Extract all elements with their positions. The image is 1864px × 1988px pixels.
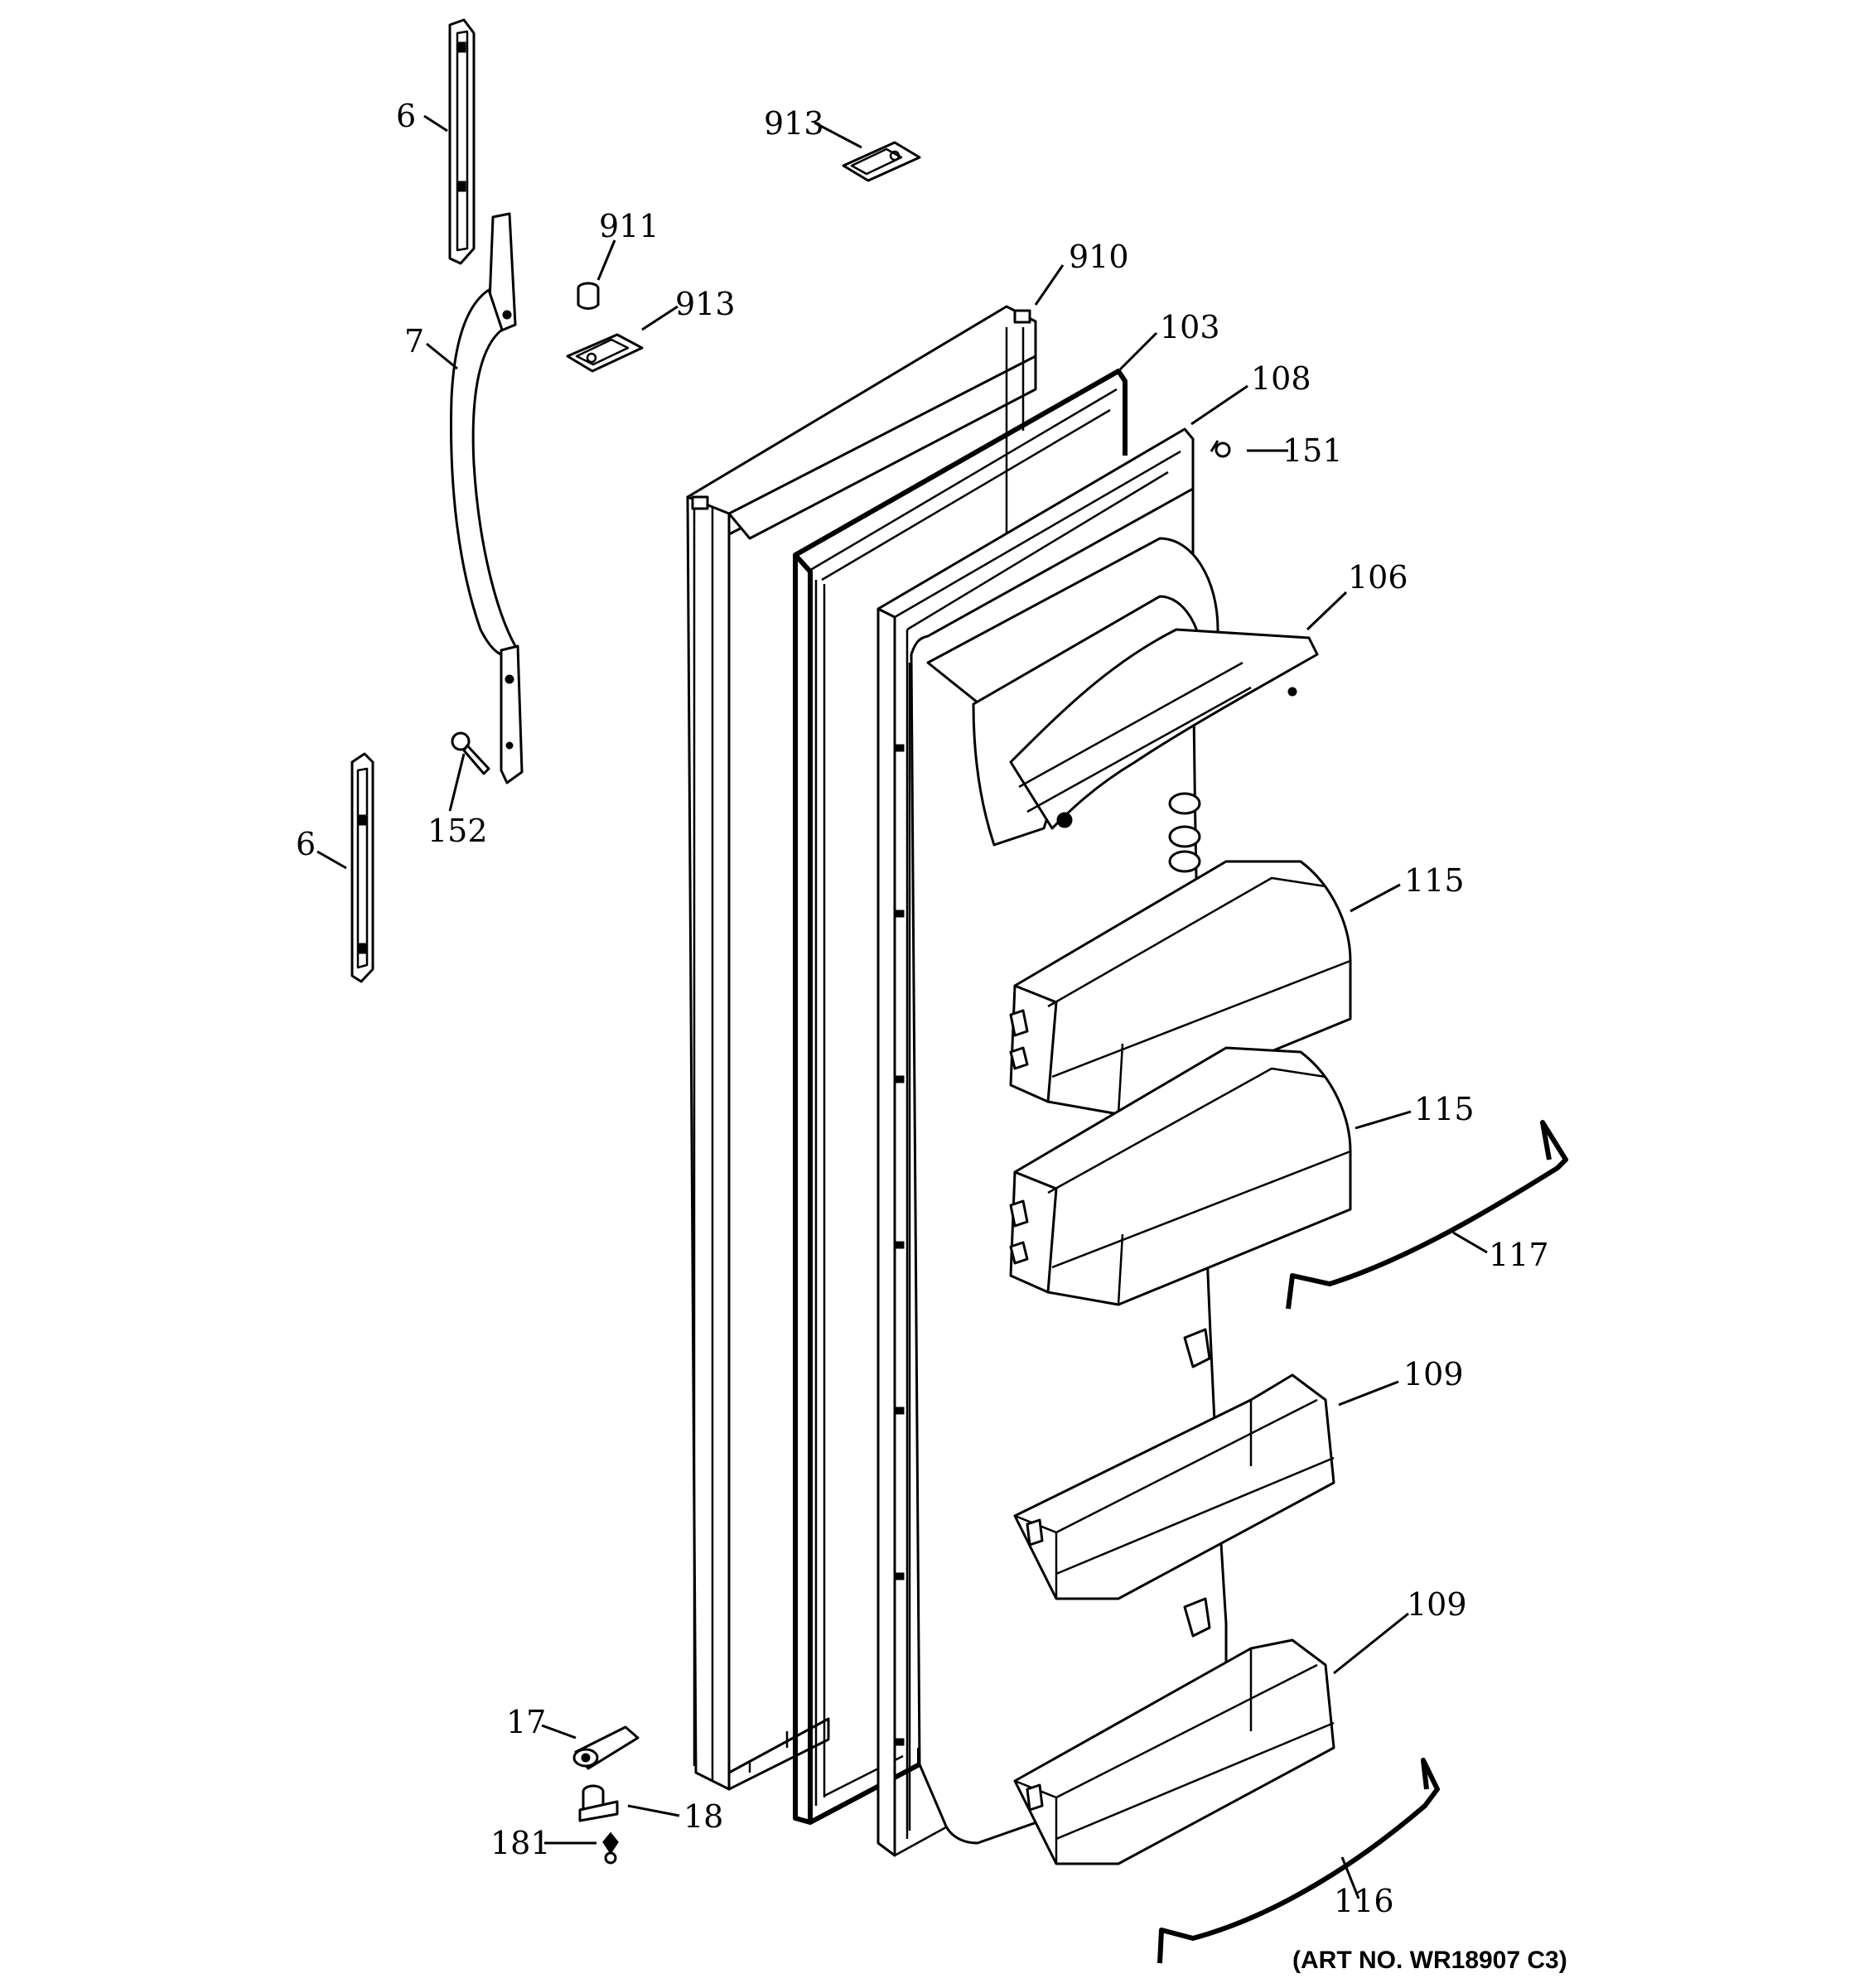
callout-115-upper: 115 bbox=[1404, 862, 1465, 899]
liner-bumps bbox=[1168, 792, 1211, 1638]
part-109-lower-shelf bbox=[1013, 1638, 1335, 1865]
callout-181: 181 bbox=[490, 1825, 551, 1861]
part-109-upper-shelf bbox=[1013, 1373, 1335, 1600]
part-18-hinge-pin bbox=[578, 1784, 619, 1822]
callout-911: 911 bbox=[599, 208, 659, 244]
part-103-door-gasket bbox=[793, 369, 1128, 1825]
part-6-lower-trim bbox=[350, 752, 374, 983]
callout-17: 17 bbox=[506, 1704, 546, 1740]
part-913-upper-bracket bbox=[842, 141, 921, 182]
part-115-lower-bin bbox=[1009, 1046, 1352, 1306]
callout-151: 151 bbox=[1282, 432, 1343, 469]
callout-103: 103 bbox=[1160, 309, 1220, 345]
callout-117: 117 bbox=[1489, 1237, 1549, 1273]
callout-913-upper: 913 bbox=[764, 105, 824, 142]
callout-108: 108 bbox=[1251, 360, 1311, 397]
callout-913-middle: 913 bbox=[675, 286, 736, 322]
part-7-door-handle bbox=[449, 212, 524, 784]
leader-lines bbox=[316, 114, 1488, 1899]
callout-109-upper: 109 bbox=[1403, 1356, 1464, 1392]
part-6-upper-trim bbox=[448, 18, 476, 265]
art-number: (ART NO. WR18907 C3) bbox=[1292, 1947, 1567, 1974]
callout-106: 106 bbox=[1348, 559, 1408, 596]
part-117-retainer-rod bbox=[1286, 1120, 1568, 1310]
callout-18: 18 bbox=[683, 1798, 723, 1835]
part-152-screw bbox=[451, 731, 490, 775]
part-913-middle-bracket bbox=[566, 333, 644, 373]
callout-7: 7 bbox=[404, 323, 424, 359]
callout-6-lower: 6 bbox=[296, 826, 316, 862]
part-151-screw bbox=[1210, 440, 1231, 458]
callout-116: 116 bbox=[1334, 1883, 1394, 1919]
callout-115-lower: 115 bbox=[1414, 1091, 1475, 1127]
part-911-plug bbox=[577, 282, 600, 310]
callout-152: 152 bbox=[427, 813, 488, 849]
callout-109-lower: 109 bbox=[1407, 1586, 1467, 1623]
part-106-dairy-compartment bbox=[926, 537, 1319, 847]
part-116-retainer-rod bbox=[1157, 1758, 1440, 1964]
callout-6-upper: 6 bbox=[396, 98, 416, 134]
part-910-door-frame bbox=[686, 305, 1037, 1791]
callout-labels: 6 913 911 913 910 7 103 108 151 106 152 … bbox=[296, 98, 1549, 1919]
part-17-hinge-plate bbox=[572, 1725, 640, 1770]
callout-910: 910 bbox=[1069, 239, 1129, 275]
part-181-screw bbox=[602, 1831, 619, 1865]
